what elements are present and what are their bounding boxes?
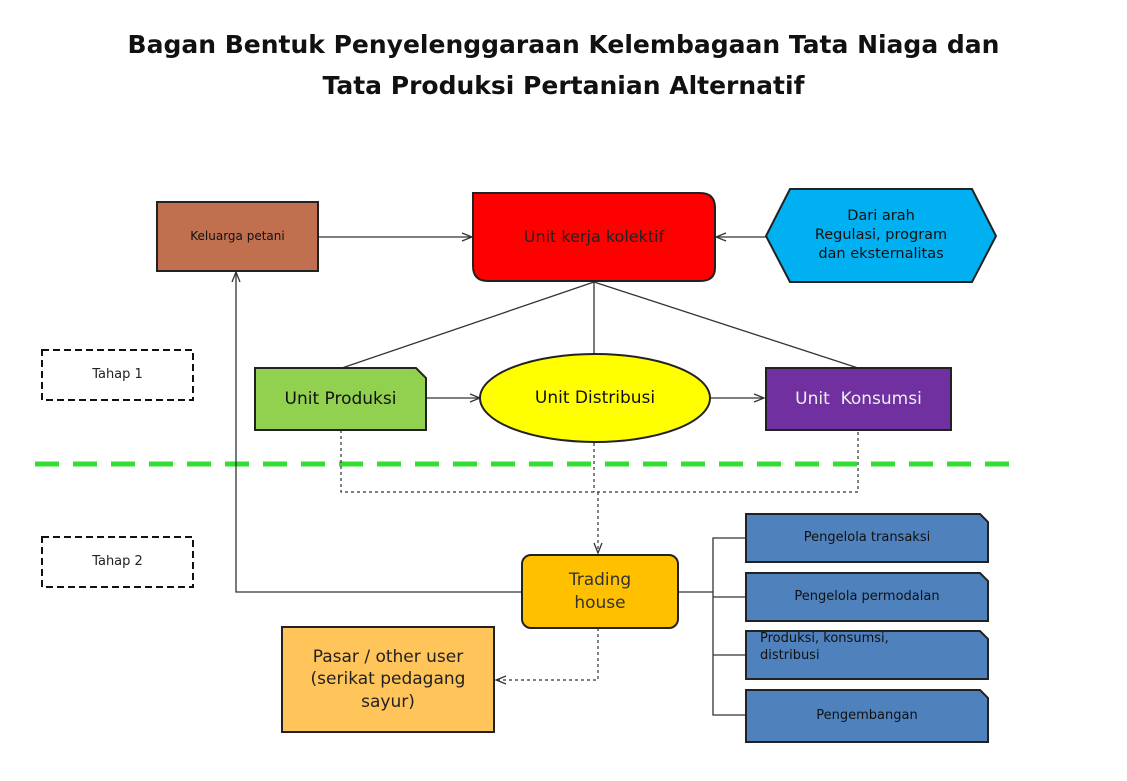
unit-kerja-kolektif-node <box>472 192 716 282</box>
tahap-1-box <box>41 349 194 401</box>
diagram-title-line-1: Bagan Bentuk Penyelenggaraan Kelembagaan… <box>127 30 1000 59</box>
pengembangan-node <box>745 689 989 743</box>
line-kolektif-to-produksi <box>341 281 595 369</box>
dotted-produksi-down <box>340 430 859 493</box>
functions-bracket <box>712 537 746 716</box>
unit-produksi-node <box>254 367 427 431</box>
trading-house-node <box>521 554 679 629</box>
line-trading-to-keluarga <box>236 272 522 593</box>
keluarga-petani-node <box>156 201 319 272</box>
pasar-node <box>281 626 495 733</box>
pengelola-permodalan-node <box>745 572 989 622</box>
line-kolektif-to-konsumsi <box>593 281 859 369</box>
unit-konsumsi-node <box>765 367 952 431</box>
produksi-konsumsi-distribusi-node <box>745 630 989 680</box>
tahap-2-box <box>41 536 194 588</box>
pengelola-transaksi-node <box>745 513 989 563</box>
diagram-title-line-2: Tata Produksi Pertanian Alternatif <box>322 71 805 100</box>
unit-distribusi-node <box>479 353 711 443</box>
regulasi-node <box>764 188 998 283</box>
dotted-arrow-trading-to-pasar <box>496 628 599 680</box>
